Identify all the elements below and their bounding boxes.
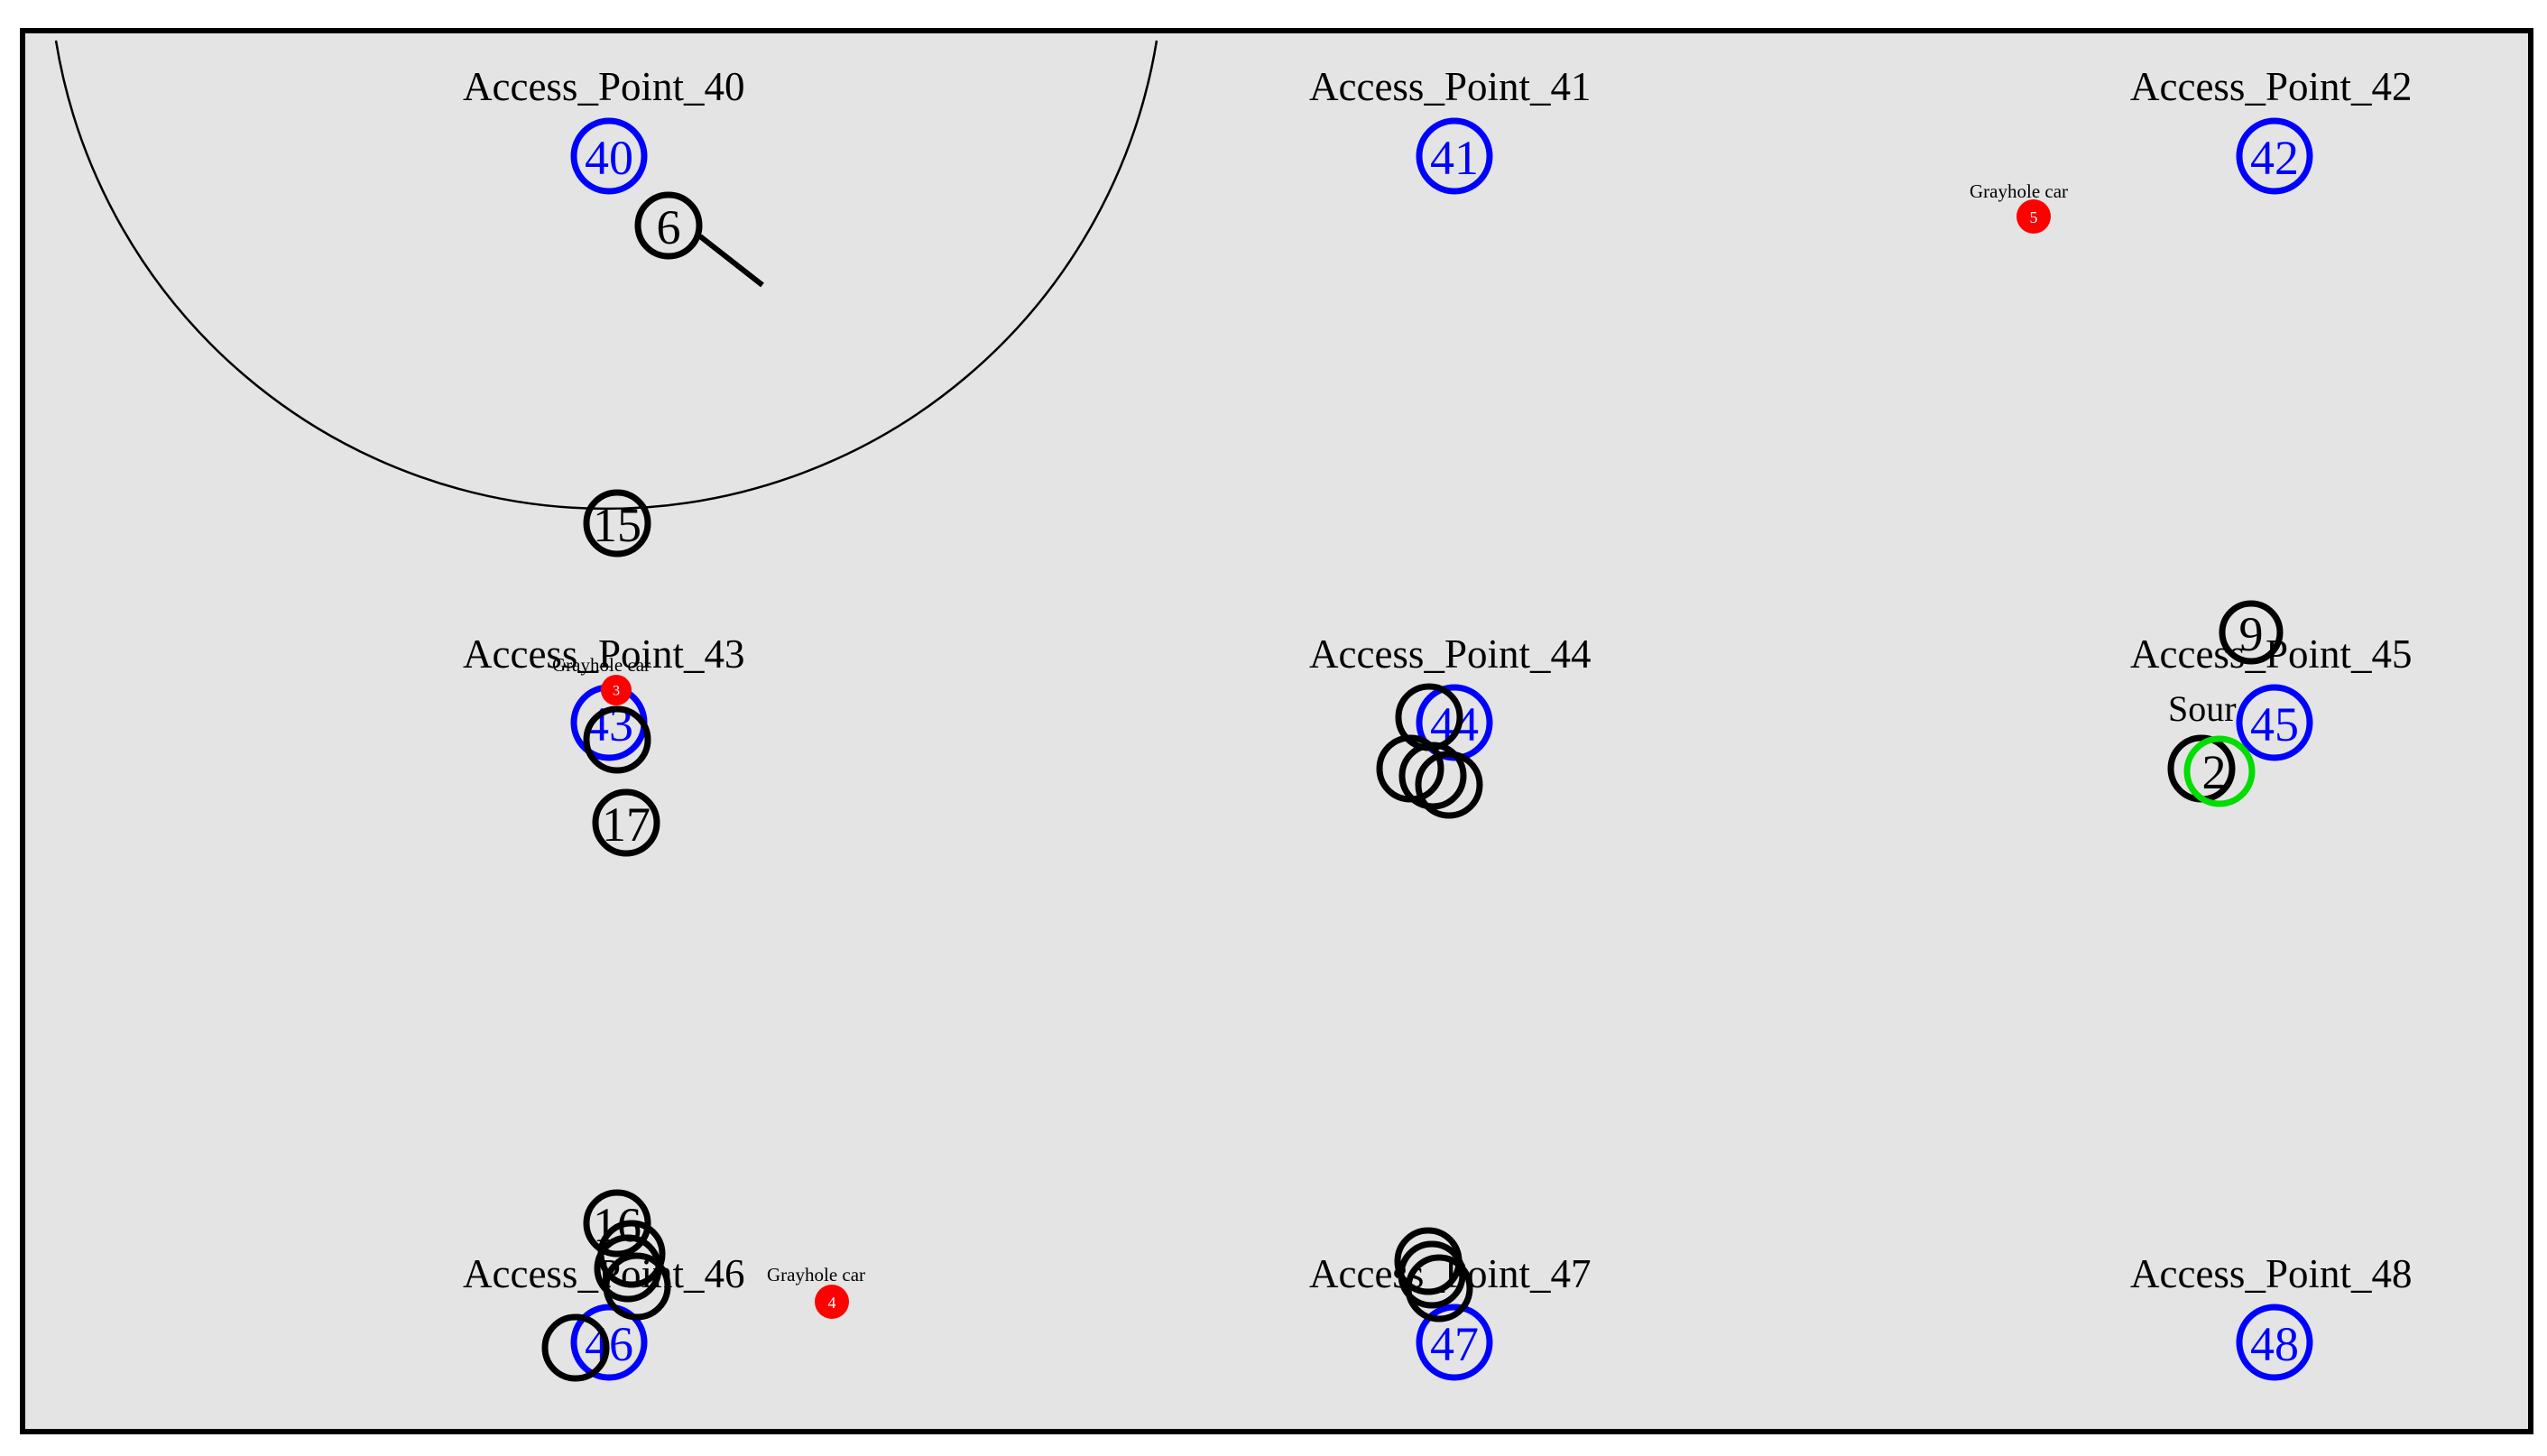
vehicle-number: 17 [602, 797, 651, 852]
vehicle-cluster-ap43 [583, 705, 651, 774]
vehicle-node [592, 788, 660, 857]
vehicle-number: 9 [2239, 607, 2264, 661]
source-node [2183, 735, 2256, 807]
vehicle-node [1398, 742, 1467, 810]
access-point-number: 47 [1430, 1317, 1479, 1371]
access-point-number: 48 [2250, 1317, 2299, 1371]
vehicle-node [583, 489, 651, 558]
vehicle-number: 6 [657, 200, 681, 254]
grayhole-car-number: 4 [828, 1294, 836, 1312]
vehicle-cluster-ap44 [1376, 683, 1483, 819]
grayhole-car-near-ap46[interactable]: Grayhole car 4 [767, 1264, 865, 1319]
vehicle-node [603, 1252, 671, 1321]
access-point-number: 42 [2250, 131, 2299, 185]
access-point-node [2236, 117, 2313, 195]
grayhole-car-label: Grayhole car [767, 1264, 865, 1286]
vehicle-node [583, 705, 651, 774]
access-point-number: 45 [2250, 697, 2299, 751]
source-label: Sour [2168, 688, 2237, 729]
grayhole-car-number: 5 [2030, 208, 2038, 226]
access-point-label: Access_Point_40 [463, 64, 744, 109]
vehicle-cluster-ap47 [1394, 1227, 1473, 1322]
access-point-41[interactable]: Access_Point_41 41 [1309, 64, 1591, 195]
vehicle-node [1398, 1240, 1466, 1309]
vehicle-15[interactable]: 15 [583, 489, 651, 558]
access-point-node [1416, 117, 1493, 195]
grayhole-car-node [2016, 199, 2051, 234]
transmission-range-circle [54, 40, 1158, 511]
access-point-42[interactable]: Access_Point_42 42 [2130, 64, 2412, 195]
access-point-node [2236, 684, 2313, 761]
grayhole-car-node [815, 1285, 849, 1319]
grayhole-car-near-ap43[interactable]: Grayhole car 3 [552, 654, 651, 705]
access-point-label: Access_Point_42 [2130, 64, 2412, 109]
grayhole-car-label: Grayhole car [552, 654, 651, 676]
access-point-44[interactable]: Access_Point_44 44 [1309, 631, 1591, 761]
access-point-40[interactable]: Access_Point_40 40 [463, 64, 744, 195]
access-point-node [570, 1304, 648, 1381]
access-point-number: 41 [1430, 131, 1479, 185]
access-point-node [570, 117, 648, 195]
grayhole-car-number: 3 [613, 684, 620, 699]
vehicle-node [634, 191, 703, 260]
grayhole-car-top-right[interactable]: Grayhole car 5 [1970, 180, 2068, 234]
vehicle-node [541, 1313, 610, 1382]
access-point-node [1416, 1304, 1493, 1381]
source-vehicle[interactable]: Sour 2 [2167, 688, 2256, 807]
vehicle-node [2219, 600, 2284, 665]
access-point-label: Access_Point_43 [463, 631, 744, 677]
vehicle-9[interactable]: 9 [2219, 600, 2284, 665]
vehicle-direction-vector [698, 234, 764, 288]
access-point-48[interactable]: Access_Point_48 48 [2130, 1251, 2412, 1381]
vehicle-node [1405, 1254, 1473, 1322]
source-number: 2 [2202, 745, 2227, 799]
vehicle-number: 15 [593, 498, 641, 552]
access-point-number: 40 [585, 131, 633, 185]
access-point-43[interactable]: Access_Point_43 43 [463, 631, 744, 761]
vehicle-node [583, 1189, 651, 1258]
access-point-label: Access_Point_48 [2130, 1251, 2412, 1296]
vehicle-6[interactable]: 6 [634, 191, 764, 288]
simulation-frame [20, 28, 2533, 1434]
access-point-label: Access_Point_41 [1309, 64, 1591, 109]
grayhole-car-label: Grayhole car [1970, 180, 2068, 202]
vehicle-cluster-ap46 [541, 1220, 671, 1382]
grayhole-car-node [601, 675, 632, 705]
access-point-label: Access_Point_44 [1309, 631, 1591, 677]
access-point-node [2236, 1304, 2313, 1381]
vehicle-node [1415, 751, 1483, 819]
vehicle-17[interactable]: 17 [592, 788, 660, 857]
